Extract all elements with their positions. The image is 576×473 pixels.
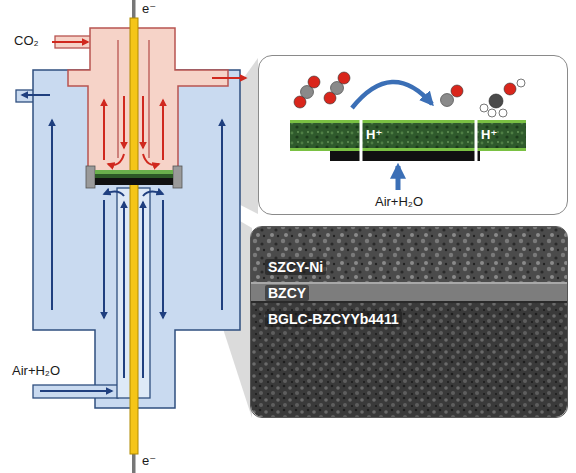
electron-label: e⁻ <box>142 454 156 469</box>
inset-illustration <box>338 72 350 84</box>
flow-arrows <box>22 94 50 96</box>
inset-illustration <box>308 76 320 88</box>
cell-stack <box>86 166 182 188</box>
flow-arrows <box>143 154 159 165</box>
flow-arrows <box>52 41 88 43</box>
inset-illustration <box>330 151 480 161</box>
proton-label: H⁺ <box>366 128 382 143</box>
cell-stack <box>95 178 173 185</box>
inset-illustration <box>290 148 526 151</box>
flow-arrows <box>162 100 164 160</box>
feed-label: Air+H₂O <box>375 195 423 210</box>
co2-chamber <box>55 28 228 172</box>
zoom-inset: H⁺ H⁺ Air+H₂O <box>258 55 568 215</box>
flow-arrows <box>104 191 124 196</box>
inset-illustration <box>480 104 488 112</box>
flow-arrows <box>162 200 164 318</box>
cell-stack <box>86 166 95 188</box>
flow-arrows <box>108 154 124 165</box>
cell-stack <box>95 170 173 174</box>
inset-illustration <box>290 72 526 190</box>
inset-illustration <box>499 109 507 117</box>
sem-micrograph <box>251 227 567 417</box>
inset-illustration <box>475 112 478 176</box>
flow-arrows <box>103 200 105 318</box>
electrode-rod <box>130 18 138 454</box>
inset-illustration <box>290 123 526 148</box>
sem-micrograph <box>251 227 567 417</box>
proton-label: H⁺ <box>481 128 497 143</box>
layer-label: BZCY <box>265 285 309 301</box>
gas-inlet-label: CO₂ <box>14 34 39 49</box>
flow-arrows <box>212 77 246 79</box>
air-housing <box>33 385 118 398</box>
flow-arrows <box>123 202 125 378</box>
co2-chamber <box>68 28 228 172</box>
inset-illustration <box>488 109 496 117</box>
inset-illustration <box>489 94 503 108</box>
electron-label: e⁻ <box>142 2 156 17</box>
sem-panel: SZCY-NiBZCY BGLC-BZCYYb4411 <box>250 226 568 418</box>
co2-chamber <box>117 40 118 158</box>
layer-label: BGLC-BZCYYb4411 <box>265 311 402 327</box>
sem-micrograph <box>251 301 567 303</box>
flow-arrows <box>143 191 163 196</box>
inset-illustration <box>396 166 401 190</box>
inset-illustration <box>451 85 463 97</box>
flow-arrows <box>123 96 125 148</box>
gas-inlet-label: Air+H₂O <box>12 364 60 379</box>
cell-stack <box>173 166 182 188</box>
flow-arrows <box>103 100 105 160</box>
sem-micrograph <box>251 227 567 282</box>
inset-illustration <box>517 79 525 87</box>
inset-illustration <box>352 82 432 108</box>
electrode-rod <box>130 0 138 473</box>
flow-arrows <box>142 202 144 378</box>
inset-illustration <box>360 112 363 176</box>
co2-chamber <box>148 40 149 158</box>
sem-micrograph <box>251 282 567 303</box>
flow-arrows <box>221 120 223 310</box>
flow-arrows <box>51 120 53 310</box>
inset-illustration <box>290 120 526 123</box>
layer-label: SZCY-Ni <box>265 259 326 275</box>
flow-arrows <box>40 390 112 392</box>
cell-stack <box>95 174 173 178</box>
sem-micrograph <box>251 282 567 284</box>
inset-illustration <box>504 83 516 95</box>
inset-illustration <box>441 94 454 107</box>
flow-arrows <box>142 96 144 148</box>
